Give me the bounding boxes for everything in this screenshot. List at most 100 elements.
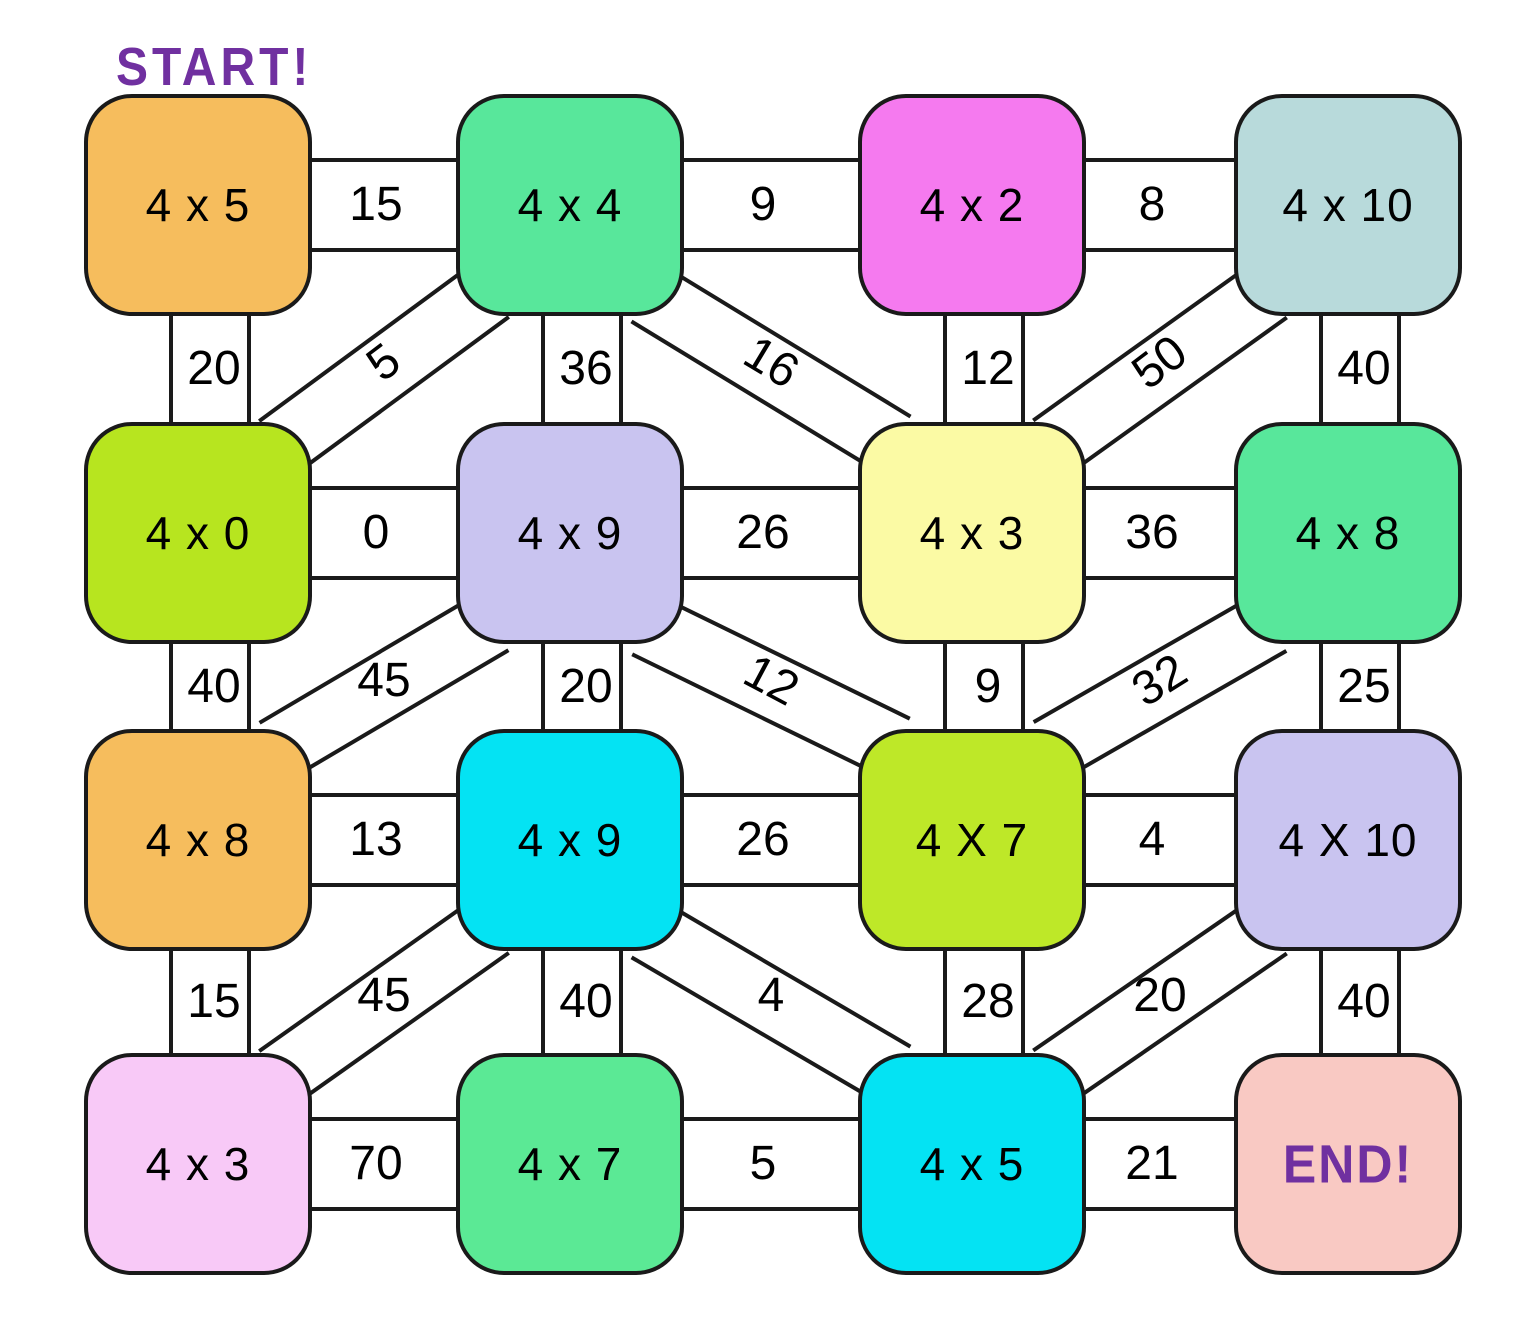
maze-cell-r1c3[interactable]: 4 x 2 (858, 94, 1086, 316)
maze-path-border (663, 265, 912, 419)
maze-path-d-50[interactable] (1032, 263, 1288, 475)
path-answer-label: 26 (736, 813, 790, 866)
maze-path-border (1032, 593, 1256, 724)
maze-path-v-40[interactable] (541, 937, 623, 1067)
cell-label: 4 x 10 (1282, 179, 1414, 231)
maze-path-h-15[interactable] (298, 158, 470, 252)
path-answer-label: 32 (1123, 643, 1197, 717)
path-answer-label: 12 (961, 342, 1015, 395)
maze-path-v-40[interactable] (1319, 937, 1401, 1067)
path-answer-label: 70 (349, 1137, 403, 1190)
maze-path-h-36[interactable] (1072, 486, 1248, 580)
maze-cell-r1c2[interactable]: 4 x 4 (456, 94, 684, 316)
maze-path-v-9[interactable] (943, 630, 1025, 743)
maze-path-d-20[interactable] (1032, 899, 1288, 1105)
maze-cell-r1c4[interactable]: 4 x 10 (1234, 94, 1462, 316)
maze-path-border (1032, 263, 1251, 423)
cell-label: 4 x 2 (919, 179, 1025, 231)
maze-path-v-40[interactable] (169, 630, 251, 743)
maze-cell-r3c4[interactable]: 4 X 10 (1234, 729, 1462, 951)
maze-cell-r2c1[interactable]: 4 x 0 (84, 422, 312, 644)
maze-cell-r2c2[interactable]: 4 x 9 (456, 422, 684, 644)
maze-cell-r2c4[interactable]: 4 x 8 (1234, 422, 1462, 644)
maze-path-h-13[interactable] (298, 793, 470, 887)
path-answer-label: 20 (187, 342, 241, 395)
maze-path-h-21[interactable] (1072, 1117, 1248, 1211)
path-answer-label: 50 (1122, 325, 1197, 400)
maze-cell-r4c1[interactable]: 4 x 3 (84, 1053, 312, 1275)
cell-label: 4 x 3 (145, 1138, 251, 1190)
path-answer-label: 40 (1337, 975, 1391, 1028)
maze-cell-r2c3[interactable]: 4 x 3 (858, 422, 1086, 644)
cell-label: 4 X 7 (915, 814, 1029, 866)
path-answer-label: 25 (1337, 659, 1391, 713)
path-answer-label: 16 (734, 326, 808, 400)
maze-path-border (295, 315, 510, 475)
path-answer-label: 40 (187, 659, 241, 713)
maze-path-border (659, 595, 911, 721)
maze-path-border (1069, 315, 1288, 475)
maze-path-v-20[interactable] (541, 630, 623, 743)
path-answer-label: 20 (1133, 969, 1187, 1022)
path-answer-label: 28 (961, 975, 1015, 1028)
maze-cell-r3c3[interactable]: 4 X 7 (858, 729, 1086, 951)
path-answer-label: 26 (736, 506, 790, 559)
maze-path-d-45[interactable] (258, 898, 510, 1106)
maze-path-d-5[interactable] (258, 263, 510, 475)
path-answer-label: 8 (1138, 178, 1166, 231)
maze-path-border (662, 900, 912, 1049)
maze-cell-r3c1[interactable]: 4 x 8 (84, 729, 312, 951)
path-answer-label: 45 (357, 969, 411, 1022)
maze-path-h-26[interactable] (670, 486, 872, 580)
maze-path-border (1064, 649, 1288, 780)
maze-cell-end[interactable]: END! (1234, 1053, 1462, 1275)
maze-path-v-20[interactable] (169, 302, 251, 436)
path-answer-label: 5 (749, 1137, 777, 1190)
maze-path-border (258, 593, 477, 725)
maze-path-d-4[interactable] (630, 900, 912, 1104)
path-answer-label: 0 (362, 506, 390, 559)
maze-path-border (631, 652, 883, 778)
maze-path-v-25[interactable] (1319, 630, 1401, 743)
maze-path-d-32[interactable] (1032, 593, 1288, 780)
cell-label: 4 x 7 (517, 1138, 623, 1190)
maze-path-d-12[interactable] (631, 595, 911, 778)
maze-path-border (258, 263, 473, 423)
maze-path-v-40[interactable] (1319, 302, 1401, 436)
cell-label: 4 x 9 (517, 507, 623, 559)
maze-path-border (1032, 899, 1252, 1053)
maze-path-border (630, 955, 880, 1104)
maze-path-border (1068, 951, 1288, 1105)
maze-cell-r4c2[interactable]: 4 x 7 (456, 1053, 684, 1275)
maze-cell-r4c3[interactable]: 4 x 5 (858, 1053, 1086, 1275)
maze-path-v-36[interactable] (541, 302, 623, 436)
maze-path-v-12[interactable] (943, 302, 1025, 436)
maze-path-h-4[interactable] (1072, 793, 1248, 887)
maze-path-h-70[interactable] (298, 1117, 470, 1211)
path-answer-label: 4 (757, 969, 785, 1022)
maze-path-h-5[interactable] (670, 1117, 872, 1211)
cell-label: 4 x 3 (919, 507, 1025, 559)
path-answer-label: 9 (974, 659, 1002, 713)
path-answer-label: 21 (1125, 1137, 1179, 1190)
maze-path-h-9[interactable] (670, 158, 872, 252)
cell-label: 4 x 8 (1295, 507, 1401, 559)
path-answer-label: 40 (559, 975, 613, 1028)
maze-path-d-45[interactable] (258, 593, 510, 780)
path-answer-label: 45 (357, 653, 411, 707)
path-answer-label: 4 (1138, 813, 1166, 866)
cell-label: 4 x 9 (517, 814, 623, 866)
maze-path-h-26[interactable] (670, 793, 872, 887)
maze-cell-r1c1[interactable]: 4 x 5 (84, 94, 312, 316)
maze-path-h-0[interactable] (298, 486, 470, 580)
path-answer-label: 20 (559, 659, 613, 713)
maze-cell-r3c2[interactable]: 4 x 9 (456, 729, 684, 951)
maze-path-h-8[interactable] (1072, 158, 1248, 252)
maze-path-v-28[interactable] (943, 937, 1025, 1067)
path-answer-label: 15 (187, 975, 241, 1028)
maze-path-d-16[interactable] (630, 265, 912, 473)
maze-path-v-15[interactable] (169, 937, 251, 1067)
maze-path-border (630, 319, 879, 473)
path-answer-label: 5 (357, 333, 411, 392)
